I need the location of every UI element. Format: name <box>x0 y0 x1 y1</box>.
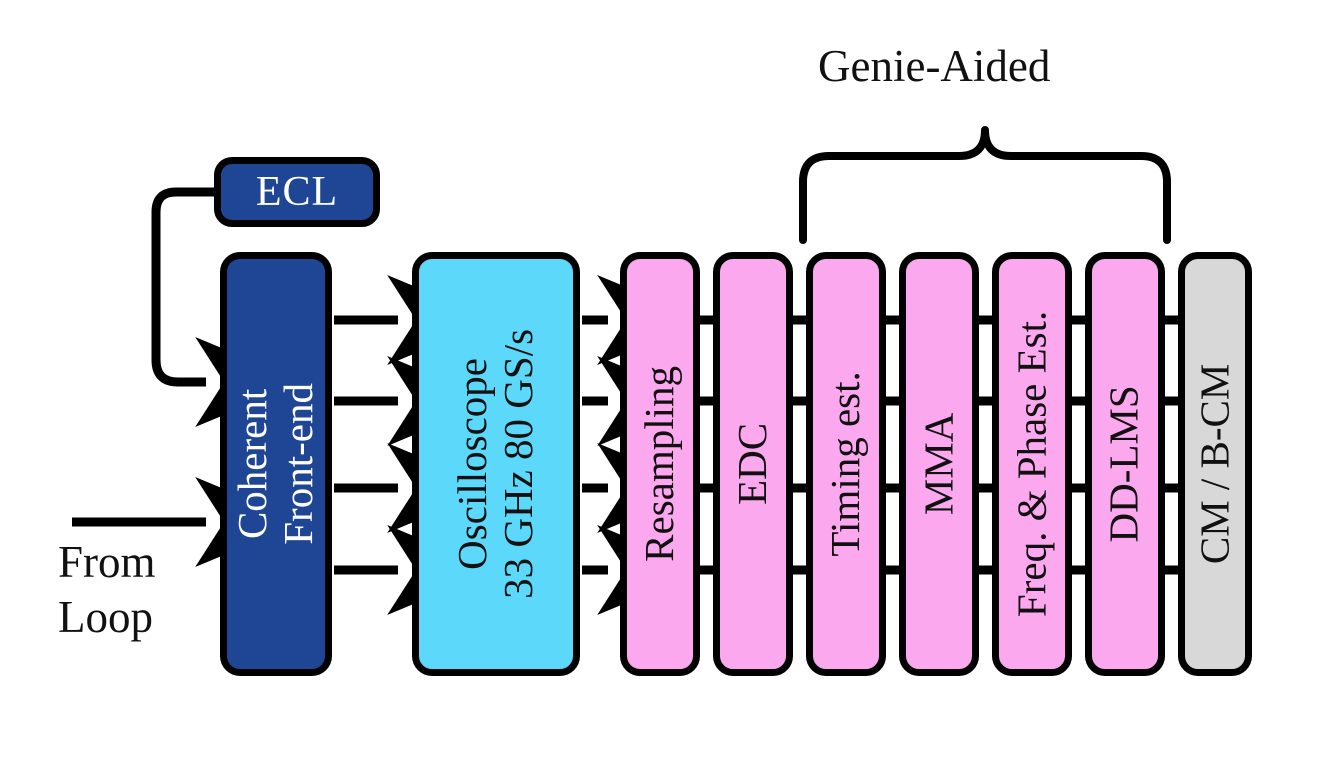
osc-line-2: 33 GHz 80 GS/s <box>495 329 541 599</box>
block-ecl[interactable]: ECL <box>214 157 380 227</box>
block-freq-and-phase-est-label: Freq. & Phase Est. <box>1008 310 1055 618</box>
block-coherent-front-end[interactable]: Coherent Front-end <box>220 252 332 676</box>
block-ecl-label: ECL <box>255 169 339 215</box>
block-timing-est-label: Timing est. <box>822 371 869 557</box>
arrows-osc-to-resampling <box>582 275 706 615</box>
block-edc[interactable]: EDC <box>713 252 793 676</box>
genie-aided-label: Genie-Aided <box>818 41 1051 91</box>
block-resampling-label: Resampling <box>636 366 683 562</box>
block-dd-lms-label: DD-LMS <box>1101 385 1148 543</box>
block-cm-b-cm-label: CM / B-CM <box>1191 363 1238 565</box>
block-mma[interactable]: MMA <box>899 252 979 676</box>
block-timing-est[interactable]: Timing est. <box>806 252 886 676</box>
block-freq-and-phase-est[interactable]: Freq. & Phase Est. <box>992 252 1072 676</box>
block-coherent-front-end-label: Coherent Front-end <box>229 383 322 545</box>
cfe-line-2: Front-end <box>275 383 322 545</box>
block-oscilloscope-label: Oscilloscope 33 GHz 80 GS/s <box>449 329 542 599</box>
block-edc-label: EDC <box>729 423 776 505</box>
arrow-ecl-feedback <box>151 187 304 427</box>
arrows-cfe-to-osc <box>334 275 496 615</box>
from-loop-label: From Loop <box>58 537 156 642</box>
block-dd-lms[interactable]: DD-LMS <box>1085 252 1165 676</box>
block-cm-b-cm[interactable]: CM / B-CM <box>1178 252 1252 676</box>
block-oscilloscope[interactable]: Oscilloscope 33 GHz 80 GS/s <box>412 252 580 676</box>
connectors-dsp-chain <box>698 315 1180 575</box>
genie-aided-brace <box>799 126 1171 244</box>
block-mma-label: MMA <box>915 412 962 516</box>
cfe-line-1: Coherent <box>229 388 276 540</box>
osc-line-1: Oscilloscope <box>449 358 496 570</box>
block-resampling[interactable]: Resampling <box>620 252 700 676</box>
